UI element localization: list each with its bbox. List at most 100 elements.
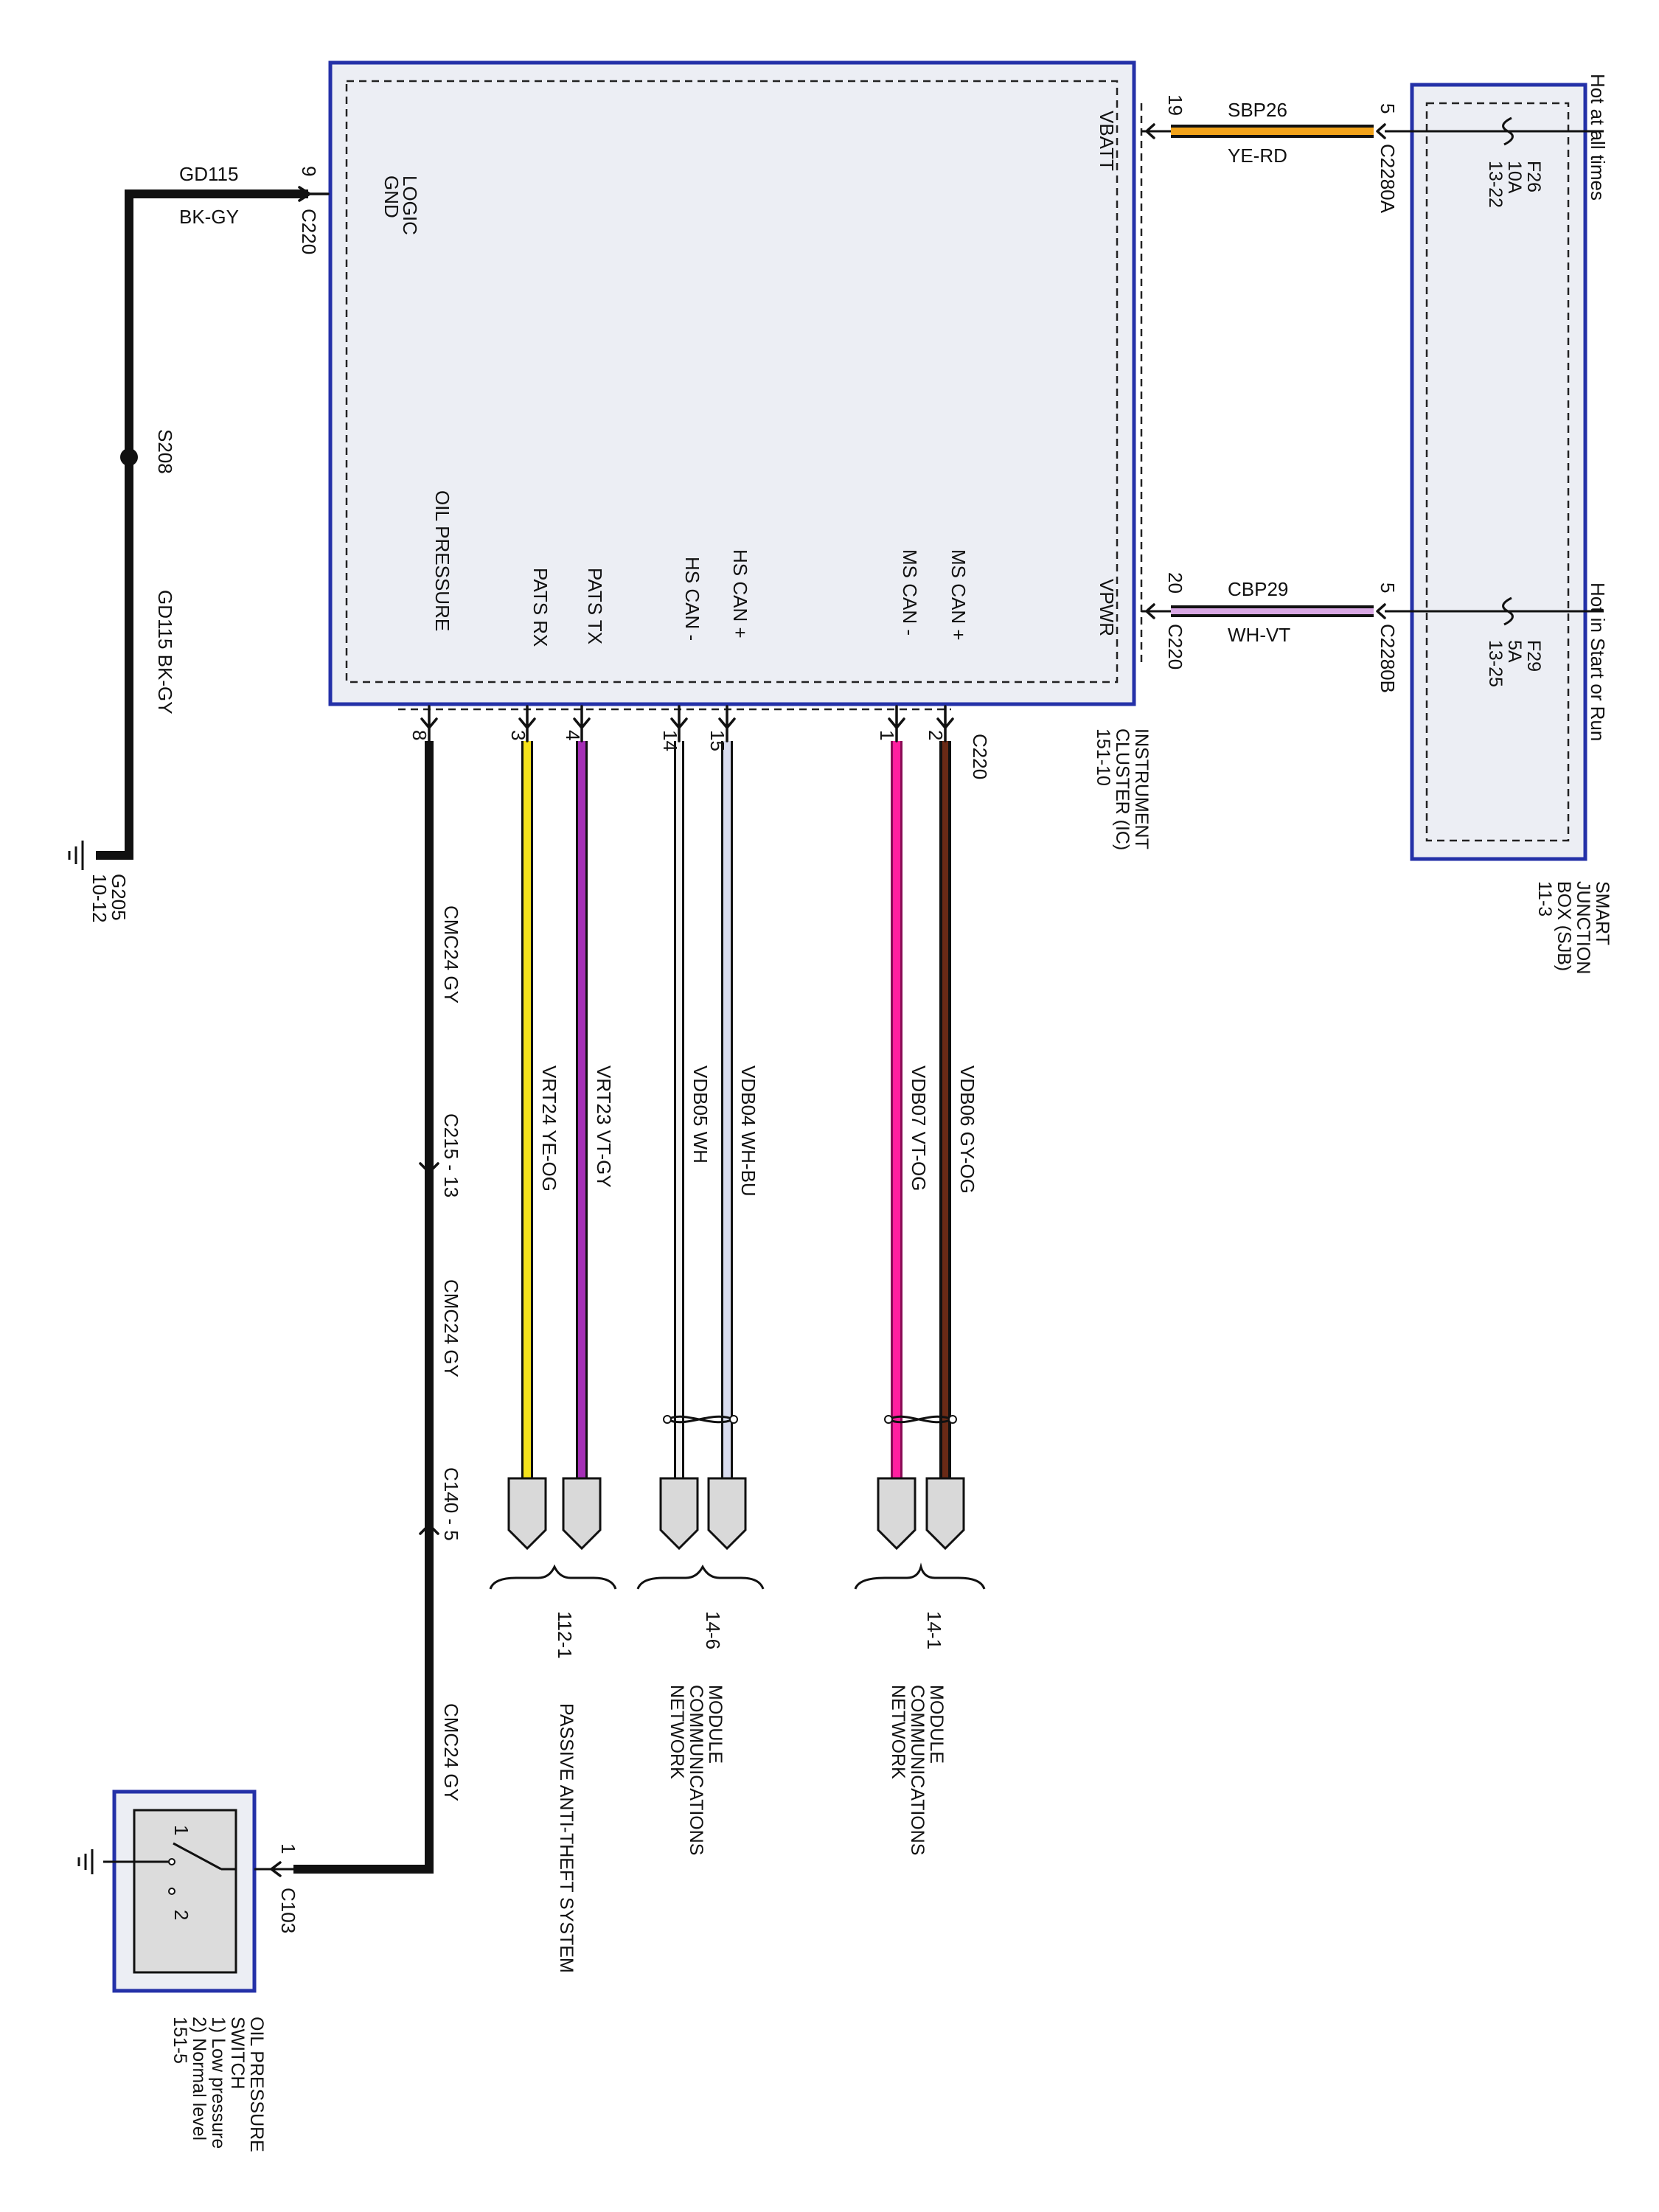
oil-switch-line2: 2) Normal level [189,2017,209,2140]
sjb-ref: 11-3 [1534,881,1555,917]
sbp26-pin-sjb: 5 [1377,103,1399,114]
wire-sbp26-fill [1171,128,1374,135]
splice-s208-dot [120,448,138,466]
wire-vdb06-label: VDB06 GY-OG [956,1065,978,1194]
instrument-cluster-box [328,60,1136,706]
ic-ref: 151-10 [1093,728,1113,786]
wire-vrt24-fill [524,741,531,1478]
ref-14-6-line3: NETWORK [667,1685,687,1779]
terminator-vdb06 [925,1477,965,1551]
sbp26-conn-sjb: C2280A [1377,144,1399,214]
sbp26-circuit: SBP26 [1228,99,1287,121]
instrument-cluster-inner [345,80,1119,684]
ground-g205-ref: 10-12 [88,874,111,923]
cbp29-pin-sjb: 5 [1377,582,1399,593]
ic-pin-hs-can-minus: HS CAN - [681,557,703,641]
pin-4-label: 4 [562,730,584,740]
twisted-pair-hs-symbol [663,1415,738,1424]
wire-vdb05-fill [676,741,682,1478]
terminator-vdb04 [707,1477,747,1551]
c140-label: C140 - 5 [440,1467,462,1541]
sbp26-color: YE-RD [1228,145,1287,167]
sjb-name-line3: BOX (SJB) [1554,881,1574,971]
c140-connector [419,1523,439,1535]
wire-vrt24-label: VRT24 YE-OG [538,1065,560,1192]
wire-cmc24 [293,741,434,1874]
ic-pin-ms-can-minus: MS CAN - [899,549,921,636]
ground-g205-label: G205 [108,874,130,921]
oil-switch-contacts [103,1842,236,1895]
brace-14-6 [636,1564,765,1590]
sbp26-pin-ic: 19 [1164,94,1186,116]
cbp29-circuit: CBP29 [1228,578,1288,600]
ic-pin-vbatt: VBATT [1096,111,1118,171]
wire-vrt23-fill [578,741,585,1478]
pin-vbatt-connector [1145,123,1155,139]
ref-14-1-line1: MODULE [926,1685,947,1764]
sjb-box [1410,83,1587,861]
pin-msplus-connector [936,705,954,742]
oil-switch-title-line2: SWITCH [227,2017,248,2090]
fuse-f29-ref: 13-25 [1485,640,1506,687]
pin-hsplus-connector [718,705,736,742]
pin-patstx-connector [573,705,591,742]
pin-patsrx-connector [518,705,536,742]
c215-label: C215 - 13 [440,1113,462,1197]
ref-14-6-line1: MODULE [705,1685,726,1764]
fuse-f26-rating: 10A [1504,161,1525,194]
oil-switch-ref: 151-5 [170,2017,190,2064]
splice-s208-label: S208 [154,429,176,474]
wire-vrt23-label: VRT23 VT-GY [593,1065,615,1188]
oil-switch-title-line1: OIL PRESSURE [246,2017,267,2152]
brace-112-1 [489,1564,617,1590]
gd115-pin: 9 [298,166,320,176]
hot-at-all-times-label: Hot at all times [1587,74,1609,201]
fuse-f26-symbol [1502,116,1514,146]
wire-vdb04-fill [723,741,731,1478]
oil-switch-ground-symbol [77,1849,94,1874]
cmc24-label-3: CMC24 GY [440,1703,462,1801]
gd115-conn: C220 [298,209,320,254]
pin-3-label: 3 [507,730,529,740]
hot-in-start-or-run-label: Hot in Start or Run [1587,582,1609,741]
sjb-name-line1: SMART [1592,881,1613,945]
fuse-f29-name: F29 [1523,640,1544,672]
ic-pin-oil-pressure: OIL PRESSURE [431,490,453,631]
oil-switch-inner [133,1809,237,1974]
wire-vdb04-label: VDB04 WH-BU [737,1065,759,1197]
c103-label: C103 [277,1888,299,1933]
c103-connector [270,1861,282,1877]
wire-gd115 [96,189,308,860]
c103-pin-label: 1 [277,1843,299,1854]
pin-15-label: 15 [706,730,728,751]
pin-1-label: 1 [876,730,898,740]
pin-hsminus-connector [670,705,688,742]
pin-vpwr-connector [1145,603,1155,619]
ic-pin-vpwr: VPWR [1096,579,1118,636]
terminator-vrt23 [562,1477,602,1551]
cbp29-pin-ic: 20 [1164,572,1186,594]
oil-switch-pos2: 2 [170,1910,192,1920]
ref-14-1-line3: NETWORK [888,1685,908,1779]
pin-msminus-connector [888,705,905,742]
ic-pin-hs-can-plus: HS CAN + [729,549,751,639]
ref-14-1: 14-1 [923,1611,945,1649]
brace-14-1 [854,1562,986,1590]
gd115-lower-label: GD115 BK-GY [154,590,176,714]
ground-g205-symbol [68,841,84,870]
pin-c220-gnd-connector [298,186,330,202]
terminator-vdb05 [659,1477,699,1551]
terminator-vrt24 [507,1477,547,1551]
ic-pin-gnd: GND [380,175,403,218]
pin-8-label: 8 [408,730,431,740]
ic-pin-ms-can-plus: MS CAN + [947,549,970,641]
ref-112-1-label: PASSIVE ANTI-THEFT SYSTEM [556,1703,577,1973]
ref-112-1: 112-1 [554,1611,576,1659]
twisted-pair-ms-symbol [884,1415,957,1424]
ic-name-line1: INSTRUMENT [1131,728,1152,849]
wire-cbp29-fill [1171,608,1374,614]
pin-c2280b-connector [1376,603,1386,619]
ref-14-6-line2: COMMUNICATIONS [686,1685,706,1855]
ic-pin-logic: LOGIC [399,175,421,235]
